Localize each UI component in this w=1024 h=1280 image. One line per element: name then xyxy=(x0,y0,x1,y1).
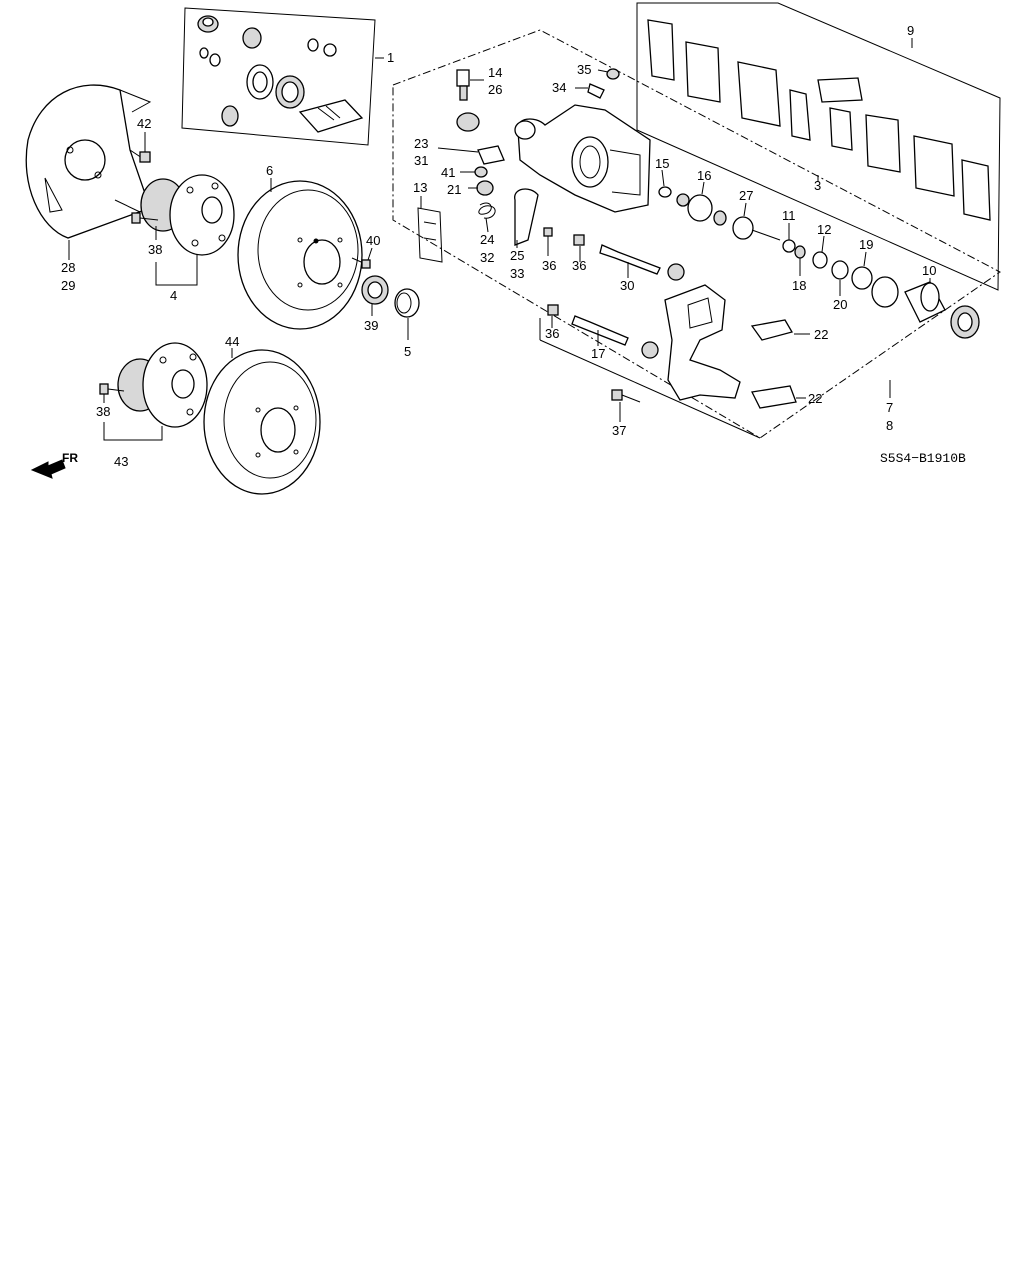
callout-22-upper: 22 xyxy=(814,327,828,342)
callout-32: 32 xyxy=(480,250,494,265)
callout-19: 19 xyxy=(859,237,873,252)
callout-38: 38 xyxy=(148,242,162,257)
callout-26: 26 xyxy=(488,82,502,97)
callout-36-mid: 36 xyxy=(572,258,586,273)
pad-set-box xyxy=(636,2,1001,291)
callout-15: 15 xyxy=(655,156,669,171)
callout-1: 1 xyxy=(387,50,394,65)
bracket-23 xyxy=(477,145,505,165)
callout-33: 33 xyxy=(510,266,524,281)
brake-pads xyxy=(647,19,991,221)
bleeder-screw-14 xyxy=(456,69,470,101)
screw-40 xyxy=(351,257,371,269)
callout-6: 6 xyxy=(266,163,273,178)
pad-shim-22-lower xyxy=(751,385,797,409)
bolt-38-upper xyxy=(131,212,159,224)
callout-37: 37 xyxy=(612,423,626,438)
callout-40: 40 xyxy=(366,233,380,248)
callout-4: 4 xyxy=(170,288,177,303)
direction-label: FR xyxy=(62,451,78,465)
callout-10: 10 xyxy=(922,263,936,278)
callout-21: 21 xyxy=(447,182,461,197)
callout-17: 17 xyxy=(591,346,605,361)
callout-28: 28 xyxy=(61,260,75,275)
callout-27: 27 xyxy=(739,188,753,203)
callout-42: 42 xyxy=(137,116,151,131)
rear-hub-lower xyxy=(117,342,208,428)
front-direction-arrow-icon xyxy=(30,459,66,479)
callout-36-low: 36 xyxy=(545,326,559,341)
hub-cap xyxy=(394,288,420,318)
brake-disc-upper xyxy=(237,180,363,330)
hub-nut xyxy=(361,275,389,305)
callout-34: 34 xyxy=(552,80,566,95)
callout-12: 12 xyxy=(817,222,831,237)
bleeder-cap-35 xyxy=(606,68,620,80)
guide-pin-30 xyxy=(573,234,685,281)
callout-22-lower: 22 xyxy=(808,391,822,406)
seal-kit-parts xyxy=(197,15,364,133)
guide-pin-17 xyxy=(547,304,659,359)
callout-23: 23 xyxy=(414,136,428,151)
cap-26-ring xyxy=(456,112,480,132)
bolt-37 xyxy=(611,389,641,403)
splash-shield xyxy=(25,84,152,239)
lever-25 xyxy=(514,188,539,246)
callout-30: 30 xyxy=(620,278,634,293)
callout-43: 43 xyxy=(114,454,128,469)
callout-8: 8 xyxy=(886,418,893,433)
callout-3: 3 xyxy=(814,178,821,193)
pad-shim-22-upper xyxy=(750,319,793,341)
callout-29: 29 xyxy=(61,278,75,293)
callout-24: 24 xyxy=(480,232,494,247)
callout-13: 13 xyxy=(413,180,427,195)
callout-16: 16 xyxy=(697,168,711,183)
pad-spring-13 xyxy=(417,207,443,263)
callout-41: 41 xyxy=(441,165,455,180)
spring-24 xyxy=(478,202,496,219)
callout-14: 14 xyxy=(488,65,502,80)
diagram-code: S5S4−B1910B xyxy=(880,451,966,466)
bleeder-34 xyxy=(587,83,605,99)
callout-31: 31 xyxy=(414,153,428,168)
callout-20: 20 xyxy=(833,297,847,312)
callout-35: 35 xyxy=(577,62,591,77)
callout-39: 39 xyxy=(364,318,378,333)
callout-5: 5 xyxy=(404,344,411,359)
caliper-bracket xyxy=(664,284,741,401)
caliper-body xyxy=(514,104,651,213)
caliper-assembly-box xyxy=(392,29,1001,439)
seal-kit-box xyxy=(181,7,384,146)
piston-parts xyxy=(658,186,980,339)
callout-9: 9 xyxy=(907,23,914,38)
callout-38-lower: 38 xyxy=(96,404,110,419)
callout-11: 11 xyxy=(782,208,796,223)
callout-labels: 1 42 38 28 29 4 6 40 39 5 44 38 43 14 26… xyxy=(61,23,966,469)
leader-lines xyxy=(68,38,931,441)
callout-25: 25 xyxy=(510,248,524,263)
callout-7: 7 xyxy=(886,400,893,415)
screw-36-top xyxy=(543,227,553,248)
callout-44: 44 xyxy=(225,334,239,349)
callout-18: 18 xyxy=(792,278,806,293)
rear-hub xyxy=(140,174,235,256)
washer-21 xyxy=(476,180,494,196)
nut-41 xyxy=(474,166,488,178)
brake-disc-lower xyxy=(203,349,321,495)
callout-36-top: 36 xyxy=(542,258,556,273)
